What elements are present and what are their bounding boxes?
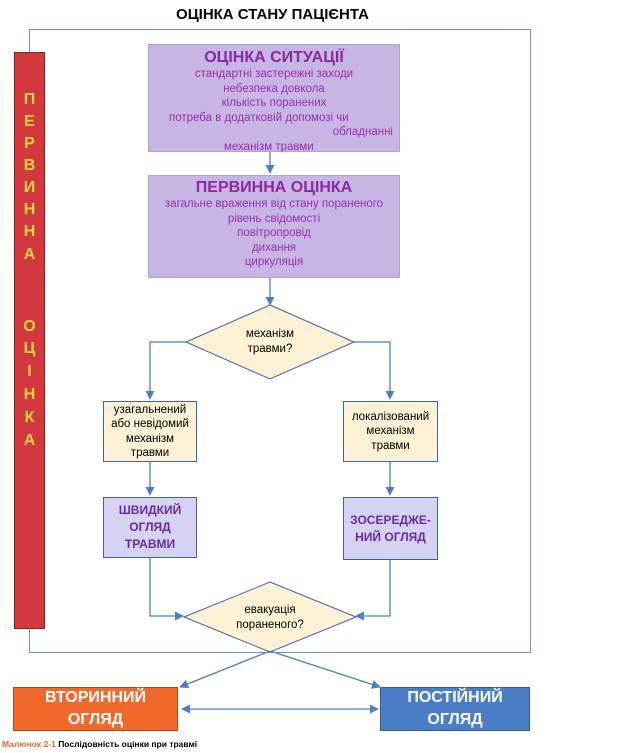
focused-review-box: ЗОСЕРЕДЖЕ- НИЙ ОГЛЯД [343, 497, 438, 560]
sidebar-letter: І [27, 363, 32, 380]
primary-line: загальне враження від стану пораненого [164, 198, 384, 210]
arrow-evacuation-to-ongoing [269, 650, 381, 689]
arrow-evacuation-to-secondary [179, 650, 271, 689]
decision-evacuation-label: евакуація пораненого? [200, 603, 340, 633]
situation-heading: ОЦІНКА СИТУАЦІЇ [204, 49, 344, 66]
localized-line: механізм [366, 425, 415, 438]
situation-line: механізм травми [224, 140, 314, 153]
arrow-mechanism-to-generalized [145, 341, 186, 400]
arrow-mechanism-to-localized [354, 341, 395, 400]
rapid-line: ТРАВМИ [124, 537, 176, 551]
sidebar-letter: Н [23, 223, 36, 240]
focused-line: ЗОСЕРЕДЖЕ- [350, 512, 431, 527]
sidebar-letter: В [23, 157, 36, 174]
ongoing-line: ОГЛЯД [427, 711, 483, 728]
figure-caption: Малюнок 2-1 Послідовність оцінки при тра… [2, 739, 197, 749]
localized-mechanism-box: локалізований механізм травми [343, 401, 438, 462]
decision-line: евакуація [244, 604, 296, 616]
decision-diamond-mechanism [184, 304, 356, 380]
generalized-line: або невідомий [111, 418, 189, 430]
decision-line: пораненого? [236, 619, 304, 631]
generalized-line: механізм [125, 432, 175, 445]
localized-line: локалізований [351, 410, 430, 423]
secondary-line: ВТОРИННИЙ [44, 689, 147, 706]
primary-assessment-sidebar: П Е Р В И Н Н А О Ц І Н К А [14, 52, 45, 629]
situation-assessment-box: ОЦІНКА СИТУАЦІЇ стандартні застережні за… [148, 44, 400, 153]
rapid-line: ШВИДКИЙ [118, 503, 182, 517]
localized-line: травми [371, 439, 410, 452]
ongoing-line: ПОСТІЙНИЙ [407, 689, 503, 706]
primary-line: циркуляція [244, 256, 304, 269]
sidebar-letter: Н [23, 386, 36, 403]
sidebar-letter: Н [23, 201, 36, 218]
sidebar-letter: А [23, 432, 36, 449]
decision-line: травми? [247, 343, 293, 355]
rapid-line: ОГЛЯД [129, 520, 171, 534]
primary-heading: ПЕРВИННА ОЦІНКА [195, 179, 353, 196]
generalized-mechanism-box: узагальнений або невідомий механізм трав… [103, 401, 197, 462]
sidebar-letter: А [23, 246, 36, 263]
sidebar-letter: Р [24, 135, 35, 152]
secondary-line: ОГЛЯД [67, 711, 124, 728]
secondary-review-box: ВТОРИННИЙ ОГЛЯД [13, 687, 178, 731]
sidebar-letter: И [23, 179, 36, 196]
sidebar-letter: П [23, 91, 36, 108]
generalized-line: узагальнений [113, 403, 187, 416]
sidebar-letter: Е [24, 113, 35, 130]
figure-caption-text: Послідовність оцінки при травмі [58, 739, 198, 749]
generalized-line: травми [130, 447, 170, 459]
focused-line: НИЙ ОГЛЯД [355, 529, 426, 544]
decision-mechanism-label: механізм травми? [200, 327, 340, 357]
primary-line: рівень свідомості [227, 212, 321, 225]
primary-assessment-box: ПЕРВИННА ОЦІНКА загальне враження від ст… [148, 175, 400, 278]
figure-number: Малюнок 2-1 [2, 739, 56, 749]
sidebar-letter: К [24, 409, 35, 426]
situation-line: потреба в додатковій допомозі чи [169, 111, 349, 124]
situation-line: кількість поранених [221, 97, 327, 110]
primary-line: дихання [251, 241, 297, 254]
page-title: ОЦІНКА СТАНУ ПАЦІЄНТА [176, 6, 369, 23]
situation-line: стандартні застережні заходи [194, 68, 354, 80]
rapid-trauma-review-box: ШВИДКИЙ ОГЛЯД ТРАВМИ [103, 497, 197, 558]
situation-line: небезпека довкола [223, 82, 325, 95]
sidebar-letter: Ц [23, 340, 36, 357]
primary-line: повітропровід [237, 227, 311, 240]
situation-line: обладнанні [332, 126, 393, 139]
ongoing-review-box: ПОСТІЙНИЙ ОГЛЯД [380, 687, 530, 731]
sidebar-letter: О [23, 318, 36, 335]
arrow-focused-to-evacuation [355, 560, 391, 621]
decision-line: механізм [245, 328, 295, 340]
arrow-rapid-to-evacuation [149, 558, 184, 621]
